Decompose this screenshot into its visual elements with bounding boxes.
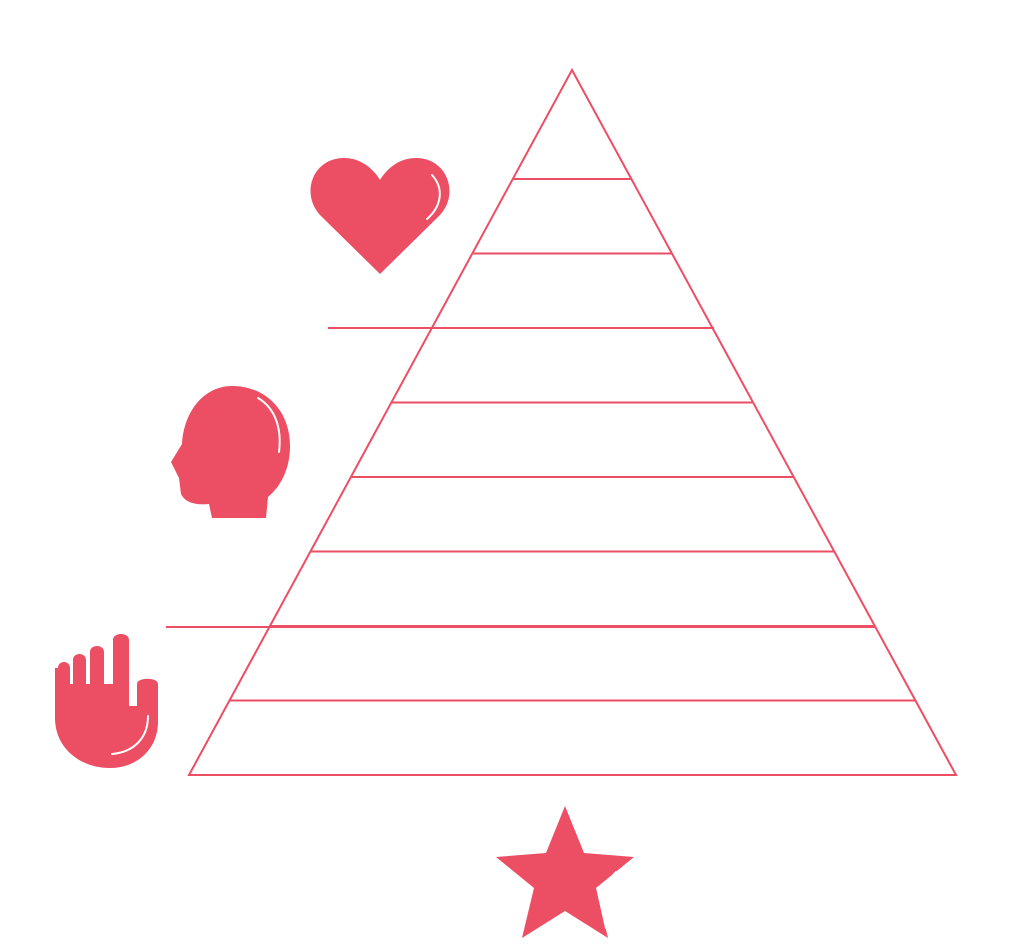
tier-lines: [229, 178, 916, 702]
heart-icon: [310, 158, 450, 274]
hand-icon: [55, 634, 158, 768]
pyramid-outline: [187, 67, 958, 776]
star-icon: [496, 806, 634, 938]
head-icon: [171, 386, 290, 518]
